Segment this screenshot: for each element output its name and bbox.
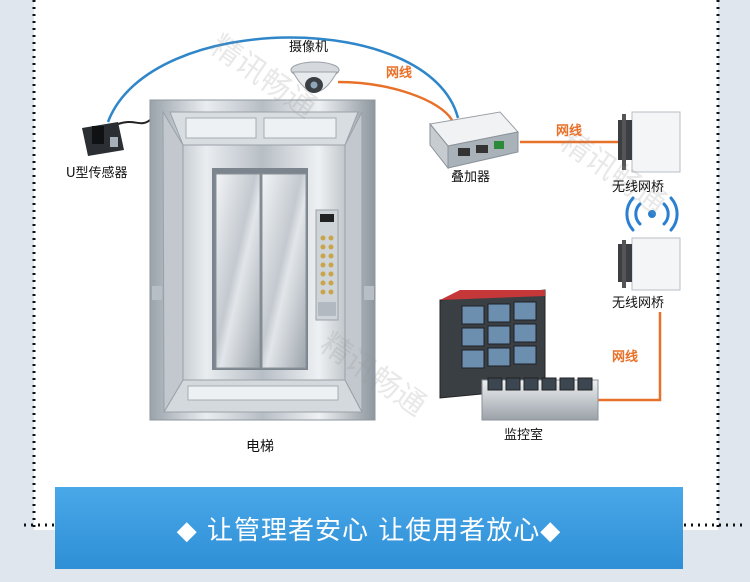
bridge-bottom-label: 无线网桥 [612, 296, 665, 311]
elevator-device [149, 99, 376, 421]
camera-device [290, 61, 340, 93]
camera-label: 摄像机 [289, 40, 329, 55]
monitor-room-label: 监控室 [504, 428, 544, 443]
overlay-label: 叠加器 [451, 170, 491, 185]
wifi-icon [625, 196, 679, 232]
u-sensor-device [82, 119, 151, 156]
overlay-device [429, 111, 519, 170]
bridge-bottom-device [618, 237, 681, 291]
white-panel [34, 0, 718, 530]
blue-cable [106, 36, 460, 123]
wire-camera-overlay [337, 80, 454, 121]
monitor-room-device [439, 289, 599, 421]
elevator-label: 电梯 [246, 439, 274, 455]
wire-label-camera-overlay: 网线 [386, 66, 413, 81]
bridge-top-device [618, 111, 681, 173]
wire-bridge-monitor [598, 312, 662, 402]
slogan-banner: ◆ 让管理者安心 让使用者放心◆ [176, 515, 562, 546]
dotted-border-left [32, 0, 36, 532]
wire-label-overlay-bridge: 网线 [556, 124, 583, 139]
banner-box [55, 487, 683, 569]
bridge-top-label: 无线网桥 [612, 180, 665, 195]
u-sensor-label: U型传感器 [66, 166, 128, 181]
wire-label-bridge-monitor: 网线 [612, 350, 639, 365]
